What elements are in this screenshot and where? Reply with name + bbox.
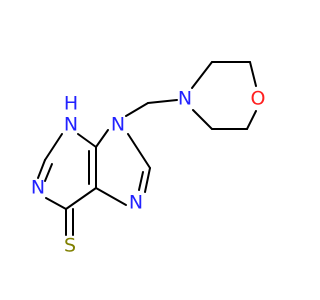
atom-nh-label: N (64, 114, 78, 136)
molecule-structure: N H N N N N O S (31, 61, 266, 257)
bond-c2-n1 (37, 159, 46, 179)
bond-n9-c8 (127, 133, 151, 169)
atom-n7-label: N (129, 192, 143, 214)
atom-h-label: H (64, 93, 78, 115)
bond-c8-n7-second (138, 171, 144, 191)
bond-c2-n1-second (44, 163, 53, 182)
bond-c4-n9 (95, 129, 109, 148)
bond-n3-c2 (44, 133, 63, 161)
bond-morph-o-c3 (246, 110, 257, 130)
atom-o-label: O (251, 88, 266, 110)
bond-c6-c5 (65, 187, 97, 210)
bond-c8-n7 (144, 167, 151, 193)
atom-n1-label: N (31, 177, 45, 199)
bond-c4-n3 (77, 133, 97, 148)
atom-n-morpholine-label: N (178, 88, 192, 110)
bond-n7-c5 (95, 187, 127, 206)
bond-morph-n-c1 (191, 61, 213, 89)
bond-n9-ch2 (125, 102, 149, 117)
bond-morph-c4-n (192, 109, 213, 130)
atom-s-label: S (64, 235, 76, 257)
atom-n9-label: N (111, 114, 125, 136)
bond-morph-c2-o (249, 61, 257, 87)
bond-ch2-nmorph (147, 99, 178, 104)
bond-n1-c6 (45, 197, 67, 210)
